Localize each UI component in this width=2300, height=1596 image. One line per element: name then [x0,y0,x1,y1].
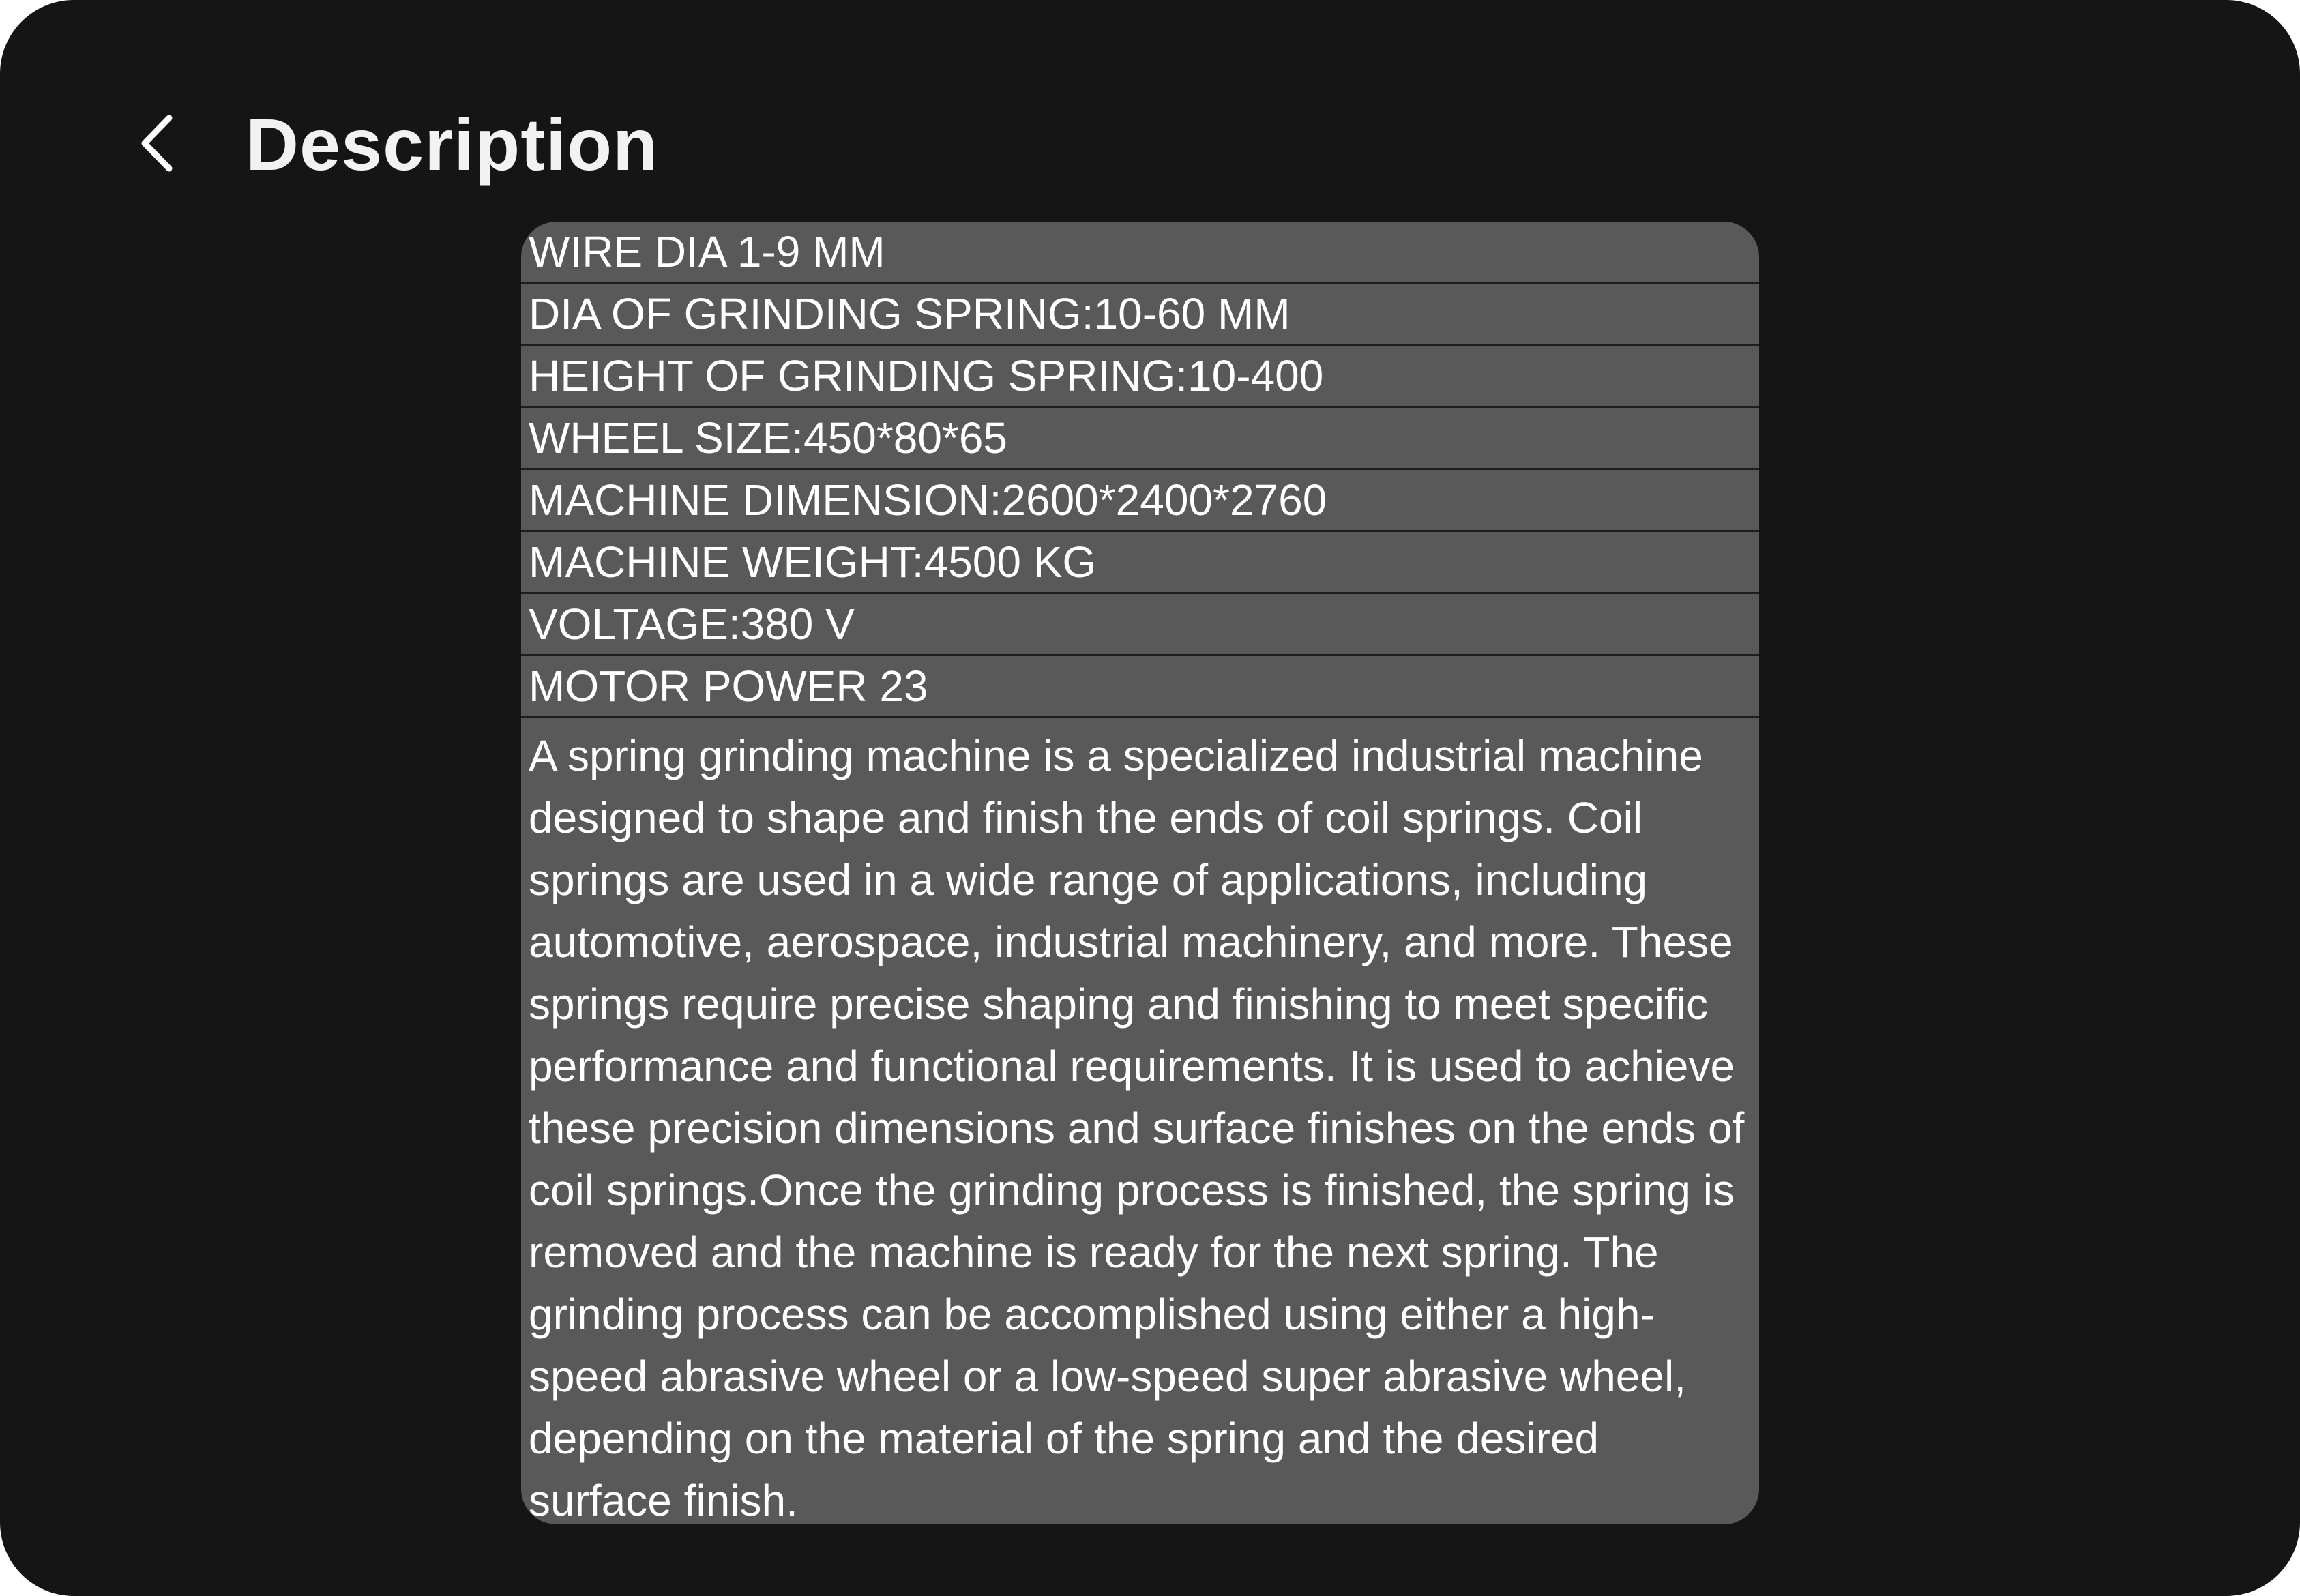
description-card: WIRE DIA 1-9 MM DIA OF GRINDING SPRING:1… [521,222,1759,1524]
spec-row-machine-weight: MACHINE WEIGHT:4500 KG [521,532,1759,594]
spec-list: WIRE DIA 1-9 MM DIA OF GRINDING SPRING:1… [521,222,1759,718]
page-title: Description [246,103,659,186]
spec-row-voltage: VOLTAGE:380 V [521,594,1759,656]
chevron-left-icon [141,115,173,172]
spec-row-motor-power: MOTOR POWER 23 [521,656,1759,718]
spec-row-wheel-size: WHEEL SIZE:450*80*65 [521,408,1759,470]
description-text: A spring grinding machine is a specializ… [529,731,1745,1524]
back-button[interactable] [109,95,205,191]
spec-row-machine-dimension: MACHINE DIMENSION:2600*2400*2760 [521,470,1759,532]
spec-row-grinding-spring-dia: DIA OF GRINDING SPRING:10-60 MM [521,284,1759,346]
header: Description [0,0,2300,205]
spec-row-grinding-spring-height: HEIGHT OF GRINDING SPRING:10-400 [521,346,1759,408]
spec-row-wire-dia: WIRE DIA 1-9 MM [521,222,1759,284]
